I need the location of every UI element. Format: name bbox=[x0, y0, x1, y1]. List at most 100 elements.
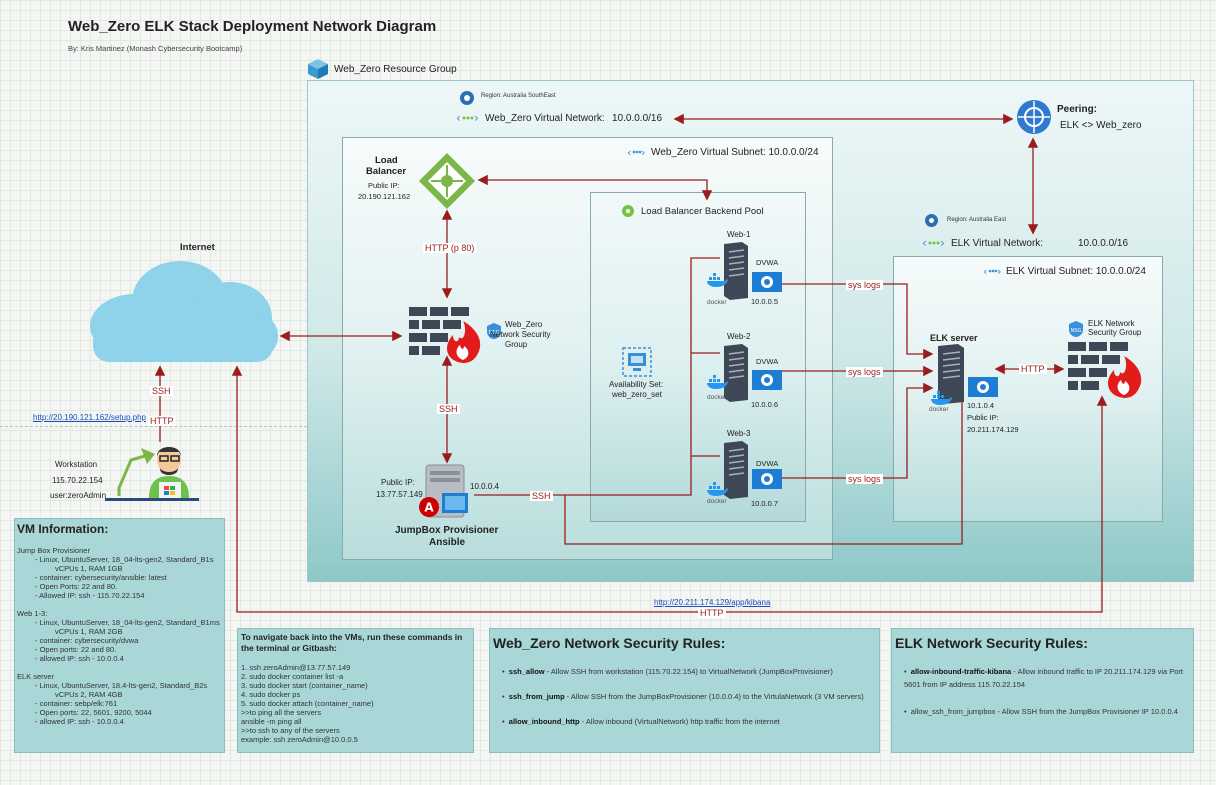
docker-icon bbox=[707, 375, 728, 389]
web-name: Web-2 bbox=[727, 332, 751, 341]
web-subnet-label: Web_Zero Virtual Subnet: 10.0.0.0/24 bbox=[651, 147, 819, 158]
docker-label: docker bbox=[707, 394, 727, 401]
command-line: >>to ping all the servers bbox=[241, 708, 322, 717]
command-line: 4. sudo docker ps bbox=[241, 690, 301, 699]
command-line: 3. sudo docker start (container_name) bbox=[241, 681, 368, 690]
server-icon bbox=[724, 242, 748, 300]
aset-line2: web_zero_set bbox=[612, 390, 662, 399]
web-ip: 10.0.0.5 bbox=[751, 297, 779, 306]
nsg-web-3: Group bbox=[505, 340, 528, 349]
web-name: Web-3 bbox=[727, 429, 751, 438]
vm-elk-line: - Linux, UbuntuServer, 18.4-lts-gen2, St… bbox=[35, 681, 208, 690]
separator bbox=[0, 426, 307, 427]
elk-app-icon bbox=[968, 377, 998, 397]
lb-name-2: Balancer bbox=[366, 166, 407, 177]
web-app: DVWA bbox=[756, 258, 779, 267]
command-line: 2. sudo docker container list -a bbox=[241, 672, 344, 681]
cube-icon bbox=[308, 59, 328, 79]
syslog-label-1: sys logs bbox=[846, 280, 883, 290]
command-line: 1. ssh zeroAdmin@13.77.57.149 bbox=[241, 663, 351, 672]
internet-label: Internet bbox=[180, 242, 215, 253]
load-balancer-icon bbox=[419, 153, 475, 209]
web-rule-1: • ssh_allow - Allow SSH from workstation… bbox=[502, 667, 833, 676]
jump-private-ip: 10.0.0.4 bbox=[470, 482, 499, 491]
vm-info-title: VM Information: bbox=[17, 522, 109, 536]
docker-label: docker bbox=[707, 299, 727, 306]
dvwa-icon bbox=[752, 469, 782, 489]
svg-text:‹: ‹ bbox=[922, 236, 927, 250]
nsg-elk-2: Security Group bbox=[1088, 328, 1142, 337]
elk-public-ip-label: Public IP: bbox=[967, 413, 999, 422]
docker-icon bbox=[707, 273, 728, 287]
jump-name-1: JumpBox Provisioner bbox=[395, 525, 499, 536]
subnet-icon: ‹› bbox=[627, 146, 645, 158]
lb-ip-label: Public IP: bbox=[368, 181, 400, 190]
jump-name-2: Ansible bbox=[429, 537, 466, 548]
vm-jump-line: - Allowed IP: ssh - 115.70.22.154 bbox=[35, 591, 145, 600]
web-server-2[interactable]: Web-2 docker DVWA 10.0.0.6 bbox=[706, 332, 796, 412]
http-label-workstation: HTTP bbox=[148, 416, 176, 426]
workstation-user: user:zeroAdmin bbox=[50, 491, 107, 500]
elk-rule-1: • allow-inbound-traffic-kibana - Allow i… bbox=[904, 667, 1183, 689]
author: By: Kris Martinez (Monash Cybersecurity … bbox=[68, 44, 243, 53]
vm-jump-line: - Linux, UbuntuServer, 18_04-lts-gen2, S… bbox=[35, 555, 214, 564]
vnet-icon: ‹› bbox=[922, 236, 945, 250]
docker-label: docker bbox=[929, 406, 949, 413]
web-rule-2: • ssh_from_jump - Allow SSH from the Jum… bbox=[502, 692, 864, 701]
page-title: Web_Zero ELK Stack Deployment Network Di… bbox=[68, 18, 437, 35]
resource-group-label: Web_Zero Resource Group bbox=[334, 64, 457, 75]
vm-elk-line: - allowed IP: ssh - 10.0.0.4 bbox=[35, 717, 124, 726]
command-line: example: ssh zeroAdmin@10.0.0.5 bbox=[241, 735, 358, 744]
setup-link[interactable]: http://20.190.121.162/setup.php bbox=[33, 413, 146, 422]
subnet-icon: ‹› bbox=[983, 265, 1001, 277]
elk-server-name: ELK server bbox=[930, 333, 978, 343]
firewall-icon bbox=[1068, 342, 1142, 398]
backend-pool-label: Load Balancer Backend Pool bbox=[641, 206, 764, 217]
peering-label: Peering: bbox=[1057, 104, 1098, 115]
kibana-link[interactable]: http://20.211.174.129/app/kibana bbox=[654, 598, 771, 607]
pool-icon bbox=[622, 205, 634, 217]
vm-web-line: - allowed IP: ssh - 10.0.0.4 bbox=[35, 654, 124, 663]
svg-text:›: › bbox=[940, 236, 945, 250]
web-rules-panel: Web_Zero Network Security Rules: • ssh_a… bbox=[489, 628, 880, 753]
vm-web-line: - Open ports: 22 and 80. bbox=[35, 645, 117, 654]
web-vnet-label: Web_Zero Virtual Network: bbox=[485, 113, 605, 124]
lb-name-1: Load bbox=[375, 155, 398, 166]
availability-set-icon bbox=[622, 347, 652, 377]
vm-jump-line: - container: cybersecurity/ansible: late… bbox=[35, 573, 167, 582]
elk-server-icon[interactable] bbox=[934, 344, 968, 404]
svg-text:›: › bbox=[474, 111, 479, 125]
vm-web-line: - Linux, UbuntuServer, 18_04-lts-gen2, S… bbox=[35, 618, 220, 627]
ansible-icon: A bbox=[419, 497, 439, 517]
elk-rules-panel: ELK Network Security Rules: • allow-inbo… bbox=[891, 628, 1194, 753]
vm-jump-line: vCPUs 1, RAM 1GB bbox=[55, 564, 123, 573]
elk-region: Region: Australia East bbox=[947, 217, 1007, 223]
dvwa-icon bbox=[752, 370, 782, 390]
elk-public-ip: 20.211.174.129 bbox=[967, 425, 1019, 434]
nsg-icon: NSG bbox=[487, 323, 501, 339]
vnet-icon: ‹› bbox=[456, 111, 479, 125]
elk-rules-title: ELK Network Security Rules: bbox=[895, 635, 1088, 651]
nsg-web-1: Web_Zero bbox=[505, 320, 543, 329]
syslog-label-2: sys logs bbox=[846, 367, 883, 377]
server-icon bbox=[724, 441, 748, 499]
region-icon bbox=[460, 91, 474, 105]
aset-line1: Availability Set: bbox=[609, 380, 664, 389]
elk-vnet-cidr: 10.0.0.0/16 bbox=[1078, 238, 1129, 249]
vm-elk-line: vCPUs 2, RAM 4GB bbox=[55, 690, 123, 699]
web-rule-3: • allow_inbound_http - Allow inbound (Vi… bbox=[502, 717, 780, 726]
web-server-1[interactable]: Web-1 docker DVWA 10.0.0.5 bbox=[706, 230, 796, 310]
docker-icon bbox=[931, 391, 952, 405]
dvwa-icon bbox=[752, 272, 782, 292]
nsg-elk-1: ELK Network bbox=[1088, 319, 1135, 328]
vm-info-panel: VM Information: Jump Box Provisioner - L… bbox=[14, 518, 225, 753]
http-label-kibana: HTTP bbox=[698, 608, 726, 618]
http-p80-label: HTTP (p 80) bbox=[423, 243, 477, 253]
svg-text:‹: ‹ bbox=[627, 146, 631, 158]
commands-panel: To navigate back into the VMs, run these… bbox=[237, 628, 474, 753]
server-icon bbox=[724, 344, 748, 402]
command-line: >>to ssh to any of the servers bbox=[241, 726, 340, 735]
web-server-3[interactable]: Web-3 docker DVWA 10.0.0.7 bbox=[706, 429, 796, 509]
lb-ip: 20.190.121.162 bbox=[358, 192, 411, 201]
vm-jump-title: Jump Box Provisioner bbox=[17, 546, 90, 555]
